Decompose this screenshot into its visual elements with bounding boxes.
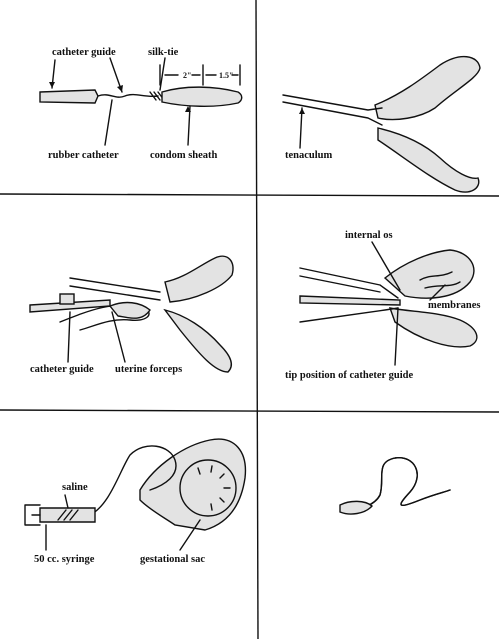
uterine-wall-upper xyxy=(385,250,474,298)
horizontal-divider-2 xyxy=(0,410,499,412)
label-tenaculum: tenaculum xyxy=(285,150,333,161)
guide-clip xyxy=(60,294,74,304)
condom-sheath-shape xyxy=(162,87,242,106)
instrument-shafts xyxy=(300,268,398,298)
condom-tip xyxy=(340,501,372,514)
condom-in-forceps xyxy=(110,303,150,319)
label-syringe: 50 cc. syringe xyxy=(34,554,95,565)
cervix-tissue-lower xyxy=(378,128,479,192)
horizontal-divider-1 xyxy=(0,194,499,196)
catheter-guide-tip xyxy=(300,296,400,305)
label-internal-os: internal os xyxy=(345,230,393,241)
lower-instrument xyxy=(300,308,398,322)
label-saline: saline xyxy=(62,482,88,493)
label-rubber-catheter: rubber catheter xyxy=(48,150,119,161)
syringe-plunger xyxy=(25,505,40,525)
uterine-wall-lower xyxy=(390,308,477,347)
label-dimension-a: 2" xyxy=(183,71,191,80)
tenaculum-arrowhead xyxy=(299,108,305,114)
panel-looped-catheter xyxy=(340,458,450,514)
label-condom-sheath: condom sheath xyxy=(150,150,218,161)
panel-uterine-forceps: catheter guide uterine forceps xyxy=(30,256,233,375)
label-uterine-forceps: uterine forceps xyxy=(115,364,182,375)
panel-catheter-assembly: catheter guide silk-tie 2" 1.5" rubber c… xyxy=(40,47,242,161)
tenaculum-instrument xyxy=(283,95,382,125)
vertical-divider xyxy=(256,0,258,639)
label-tip-position: tip position of catheter guide xyxy=(285,370,413,381)
catheter-guide-handle xyxy=(40,90,98,103)
catheter-tube xyxy=(98,95,158,98)
label-catheter-guide: catheter guide xyxy=(52,47,116,58)
cervix-tissue-lower xyxy=(165,310,231,372)
panel-syringe: saline 50 cc. syringe gestational sac xyxy=(25,439,245,565)
label-dimension-b: 1.5" xyxy=(219,71,233,80)
panel-tip-position: internal os membranes tip position of ca… xyxy=(285,230,481,381)
forceps-instrument xyxy=(70,278,160,300)
panel-tenaculum: tenaculum xyxy=(283,57,480,192)
cervix-tissue-upper xyxy=(165,256,233,302)
label-gestational-sac: gestational sac xyxy=(140,554,205,565)
label-catheter-guide-2: catheter guide xyxy=(30,364,94,375)
cervix-tissue xyxy=(375,57,480,120)
label-silk-tie: silk-tie xyxy=(148,47,179,58)
label-membranes: membranes xyxy=(428,300,481,311)
